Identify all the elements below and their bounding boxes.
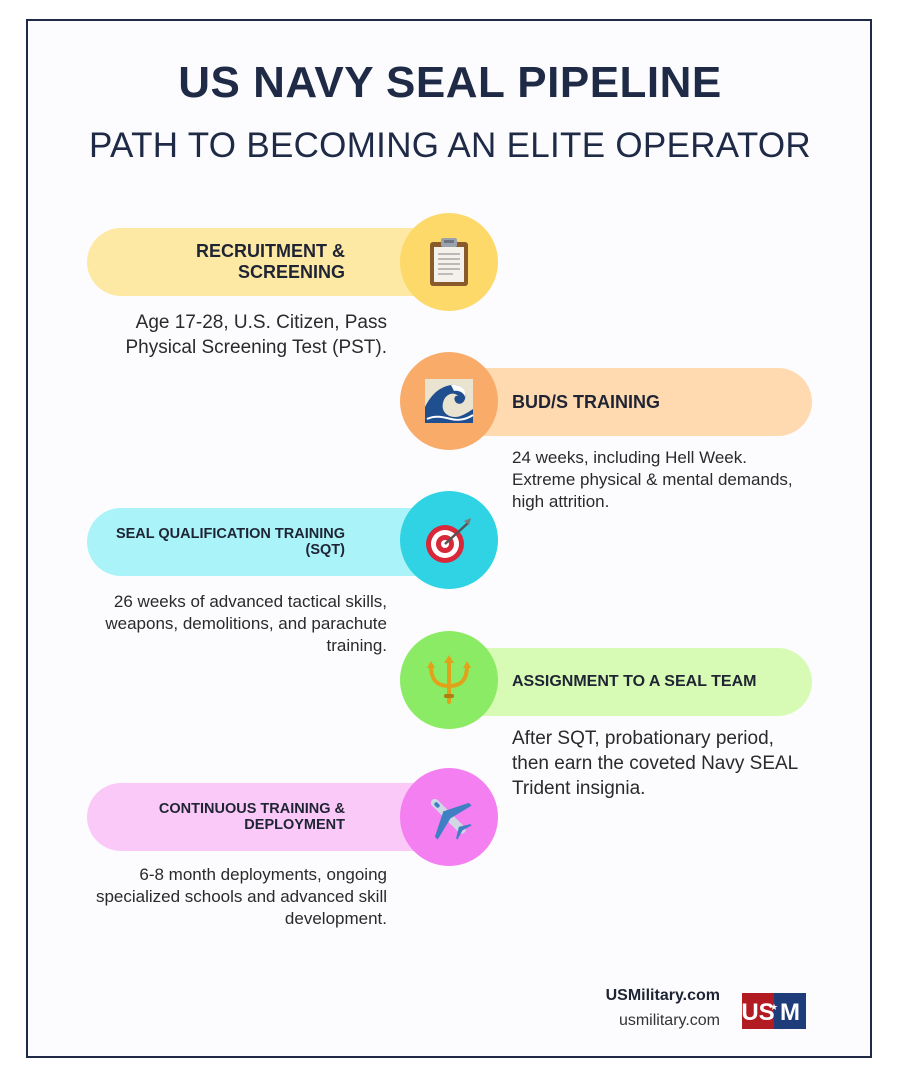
page-subtitle: PATH TO BECOMING AN ELITE OPERATOR bbox=[88, 126, 811, 165]
step-sqt-description: 26 weeks of advanced tactical skills, we… bbox=[105, 592, 387, 655]
clipboard-icon bbox=[430, 238, 468, 286]
footer-url: usmilitary.com bbox=[618, 1012, 720, 1029]
trident-icon bbox=[427, 655, 471, 704]
step-recruitment-pill: RECRUITMENT & SCREENING bbox=[87, 228, 457, 296]
step-continuous-circle bbox=[400, 768, 498, 866]
target-icon bbox=[426, 518, 471, 563]
page-title: US NAVY SEAL PIPELINE bbox=[178, 58, 722, 107]
step-buds-description: 24 weeks, including Hell Week. Extreme p… bbox=[512, 448, 793, 511]
footer-brand-name: USMilitary.com bbox=[605, 987, 720, 1004]
step-continuous-description: 6-8 month deployments, ongoing specializ… bbox=[95, 865, 387, 928]
svg-text:US: US bbox=[742, 999, 775, 1026]
step-label: BUD/S TRAINING bbox=[512, 391, 660, 412]
usm-logo: US ★ M bbox=[742, 993, 806, 1029]
step-buds-pill: BUD/S TRAINING bbox=[440, 368, 812, 436]
step-label: CONTINUOUS TRAINING & DEPLOYMENT bbox=[158, 801, 345, 833]
step-sqt-pill: SEAL QUALIFICATION TRAINING (SQT) bbox=[87, 508, 457, 576]
step-buds-circle bbox=[400, 352, 498, 450]
svg-text:★: ★ bbox=[770, 1003, 778, 1013]
step-recruitment-circle bbox=[400, 213, 498, 311]
step-assignment-pill: ASSIGNMENT TO A SEAL TEAM bbox=[440, 648, 812, 716]
airplane-icon bbox=[430, 798, 472, 840]
step-label: ASSIGNMENT TO A SEAL TEAM bbox=[512, 673, 757, 690]
step-sqt-circle bbox=[400, 491, 498, 589]
step-assignment-description: After SQT, probationary period, then ear… bbox=[512, 728, 798, 799]
svg-text:M: M bbox=[780, 999, 800, 1026]
step-label: SEAL QUALIFICATION TRAINING (SQT) bbox=[115, 526, 345, 558]
wave-icon bbox=[425, 379, 474, 423]
step-recruitment-description: Age 17-28, U.S. Citizen, Pass Physical S… bbox=[125, 312, 387, 358]
step-continuous-pill: CONTINUOUS TRAINING & DEPLOYMENT bbox=[87, 783, 457, 851]
step-label: RECRUITMENT & SCREENING bbox=[196, 241, 345, 282]
step-assignment-circle bbox=[400, 631, 498, 729]
